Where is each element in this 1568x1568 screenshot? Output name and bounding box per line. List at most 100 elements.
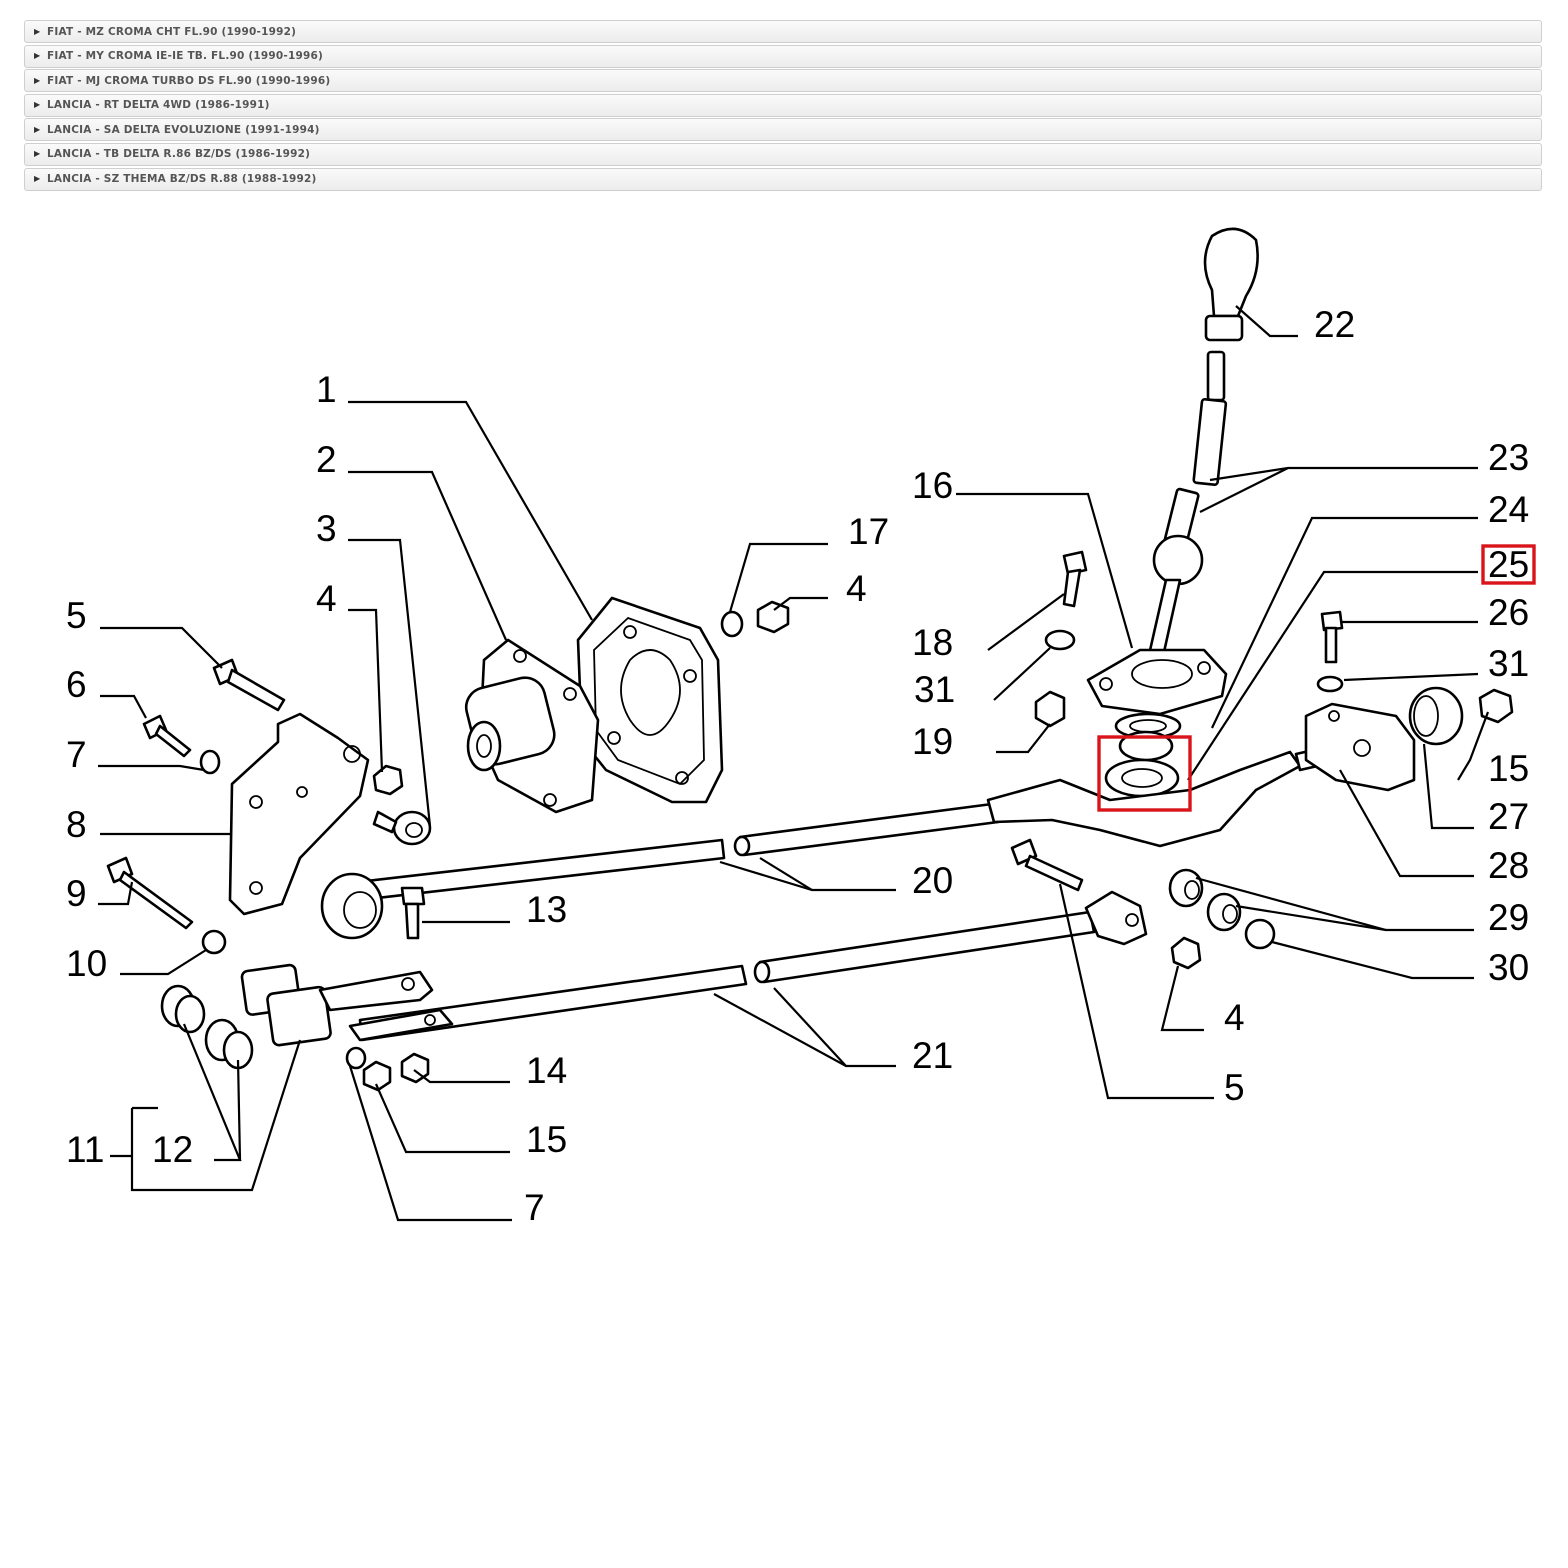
bolt-13 xyxy=(400,886,426,940)
callout-22[interactable]: 22 xyxy=(1314,304,1355,345)
nut-15-right xyxy=(1478,688,1514,724)
lever-base-plate-16 xyxy=(1086,648,1228,716)
callout-9[interactable]: 9 xyxy=(66,873,87,914)
callout-24[interactable]: 24 xyxy=(1488,489,1529,530)
clevis-fork xyxy=(1084,890,1148,946)
bushing-29b xyxy=(1206,892,1242,932)
callout-26[interactable]: 26 xyxy=(1488,592,1529,633)
expand-caret-icon[interactable]: ▶ xyxy=(34,51,41,61)
expand-caret-icon[interactable]: ▶ xyxy=(34,75,41,85)
callout-4[interactable]: 4 xyxy=(846,568,867,609)
callout-10[interactable]: 10 xyxy=(66,943,107,984)
bolt-18 xyxy=(1062,550,1088,608)
seal-ring-25 xyxy=(1104,730,1180,798)
application-label: LANCIA - SA DELTA EVOLUZIONE (1991-1994) xyxy=(47,123,320,136)
application-row[interactable]: ▶ FIAT - MZ CROMA CHT FL.90 (1990-1992) xyxy=(24,20,1542,43)
washer-7-lower xyxy=(345,1046,367,1070)
bushing-12a xyxy=(160,984,206,1034)
callout-30[interactable]: 30 xyxy=(1488,947,1529,988)
bolt-26 xyxy=(1320,610,1344,664)
callout-19[interactable]: 19 xyxy=(912,721,953,762)
callout-28[interactable]: 28 xyxy=(1488,845,1529,886)
expand-caret-icon[interactable]: ▶ xyxy=(34,100,41,110)
callout-21[interactable]: 21 xyxy=(912,1035,953,1076)
callout-31[interactable]: 31 xyxy=(1488,643,1529,684)
callout-18[interactable]: 18 xyxy=(912,622,953,663)
application-row[interactable]: ▶ FIAT - MY CROMA IE-IE TB. FL.90 (1990-1… xyxy=(24,44,1542,68)
leader-lines xyxy=(98,305,1490,1222)
shift-knob-22 xyxy=(1203,227,1259,342)
callout-15[interactable]: 15 xyxy=(526,1119,567,1160)
nut-15-lower xyxy=(362,1060,392,1092)
callout-7[interactable]: 7 xyxy=(66,734,87,775)
bolt-9 xyxy=(106,856,194,930)
application-label: LANCIA - TB DELTA R.86 BZ/DS (1986-1992) xyxy=(47,148,311,161)
block-28 xyxy=(1304,702,1416,792)
callout-14[interactable]: 14 xyxy=(526,1050,567,1091)
callout-20[interactable]: 20 xyxy=(912,860,953,901)
application-row[interactable]: ▶ FIAT - MJ CROMA TURBO DS FL.90 (1990-19… xyxy=(24,69,1542,93)
washer-30 xyxy=(1244,918,1276,950)
boot-housing xyxy=(464,638,600,814)
washer-7-left xyxy=(199,749,221,775)
application-label: FIAT - MJ CROMA TURBO DS FL.90 (1990-199… xyxy=(47,74,331,87)
application-row[interactable]: ▶ LANCIA - SZ THEMA BZ/DS R.88 (1988-1992… xyxy=(24,167,1542,191)
expand-caret-icon[interactable]: ▶ xyxy=(34,174,41,184)
bushing-27 xyxy=(1408,686,1464,746)
expand-caret-icon[interactable]: ▶ xyxy=(34,124,41,134)
nut-4-left xyxy=(372,764,404,796)
nut-19 xyxy=(1034,690,1066,728)
application-label: LANCIA - SZ THEMA BZ/DS R.88 (1988-1992) xyxy=(47,173,317,186)
callout-6[interactable]: 6 xyxy=(66,664,87,705)
callout-23[interactable]: 23 xyxy=(1488,437,1529,478)
callout-29[interactable]: 29 xyxy=(1488,897,1529,938)
application-row[interactable]: ▶ LANCIA - TB DELTA R.86 BZ/DS (1986-1992… xyxy=(24,142,1542,166)
application-row[interactable]: ▶ LANCIA - RT DELTA 4WD (1986-1991) xyxy=(24,93,1542,117)
mounting-bracket xyxy=(228,712,370,916)
highlight-box-part-25 xyxy=(1097,735,1192,812)
bolt-5-right xyxy=(1010,838,1084,892)
expand-caret-icon[interactable]: ▶ xyxy=(34,149,41,159)
lower-rod xyxy=(358,910,1096,1042)
callout-15[interactable]: 15 xyxy=(1488,748,1529,789)
callout-2[interactable]: 2 xyxy=(316,439,337,480)
callout-8[interactable]: 8 xyxy=(66,804,87,845)
callout-4[interactable]: 4 xyxy=(316,578,337,619)
washer-17 xyxy=(720,610,744,638)
callout-13[interactable]: 13 xyxy=(526,889,567,930)
callout-5[interactable]: 5 xyxy=(1224,1067,1245,1108)
bushing-13 xyxy=(320,872,384,940)
washer-10 xyxy=(201,929,227,955)
callout-1[interactable]: 1 xyxy=(316,369,337,410)
application-label: FIAT - MY CROMA IE-IE TB. FL.90 (1990-19… xyxy=(47,50,323,63)
callout-7[interactable]: 7 xyxy=(524,1187,545,1228)
highlight-box-callout-25 xyxy=(1481,544,1536,585)
gasket-plate xyxy=(576,596,724,804)
bolt-5-left xyxy=(212,658,286,712)
application-label: LANCIA - RT DELTA 4WD (1986-1991) xyxy=(47,99,270,112)
gearshift-exploded-diagram: 1 2 3 4 5 6 7 8 9 10 11 12 13 14 15 7 17… xyxy=(66,227,1536,1228)
callout-11[interactable]: 11 xyxy=(66,1129,104,1170)
application-row[interactable]: ▶ LANCIA - SA DELTA EVOLUZIONE (1991-1994… xyxy=(24,118,1542,142)
upper-rod xyxy=(356,802,1000,902)
callout-12[interactable]: 12 xyxy=(152,1129,193,1170)
callout-25[interactable]: 25 xyxy=(1488,544,1529,585)
application-label: FIAT - MZ CROMA CHT FL.90 (1990-1992) xyxy=(47,25,297,38)
nut-4-top xyxy=(756,600,790,634)
callout-16[interactable]: 16 xyxy=(912,465,953,506)
callout-4[interactable]: 4 xyxy=(1224,997,1245,1038)
callout-27[interactable]: 27 xyxy=(1488,796,1529,837)
ball-joint-3 xyxy=(372,810,432,846)
washer-31-right xyxy=(1316,675,1344,693)
bushing-29a xyxy=(1168,868,1204,908)
nut-4-lower xyxy=(1170,936,1202,970)
callout-17[interactable]: 17 xyxy=(848,511,889,552)
callout-5[interactable]: 5 xyxy=(66,595,87,636)
callout-3[interactable]: 3 xyxy=(316,508,337,549)
lever-shaft-23 xyxy=(1144,350,1228,672)
lever-assembly-11 xyxy=(240,963,454,1047)
selector-lever-28 xyxy=(986,742,1346,848)
washer-31-left xyxy=(1044,629,1076,651)
expand-caret-icon[interactable]: ▶ xyxy=(34,26,41,36)
callout-31[interactable]: 31 xyxy=(914,669,955,710)
